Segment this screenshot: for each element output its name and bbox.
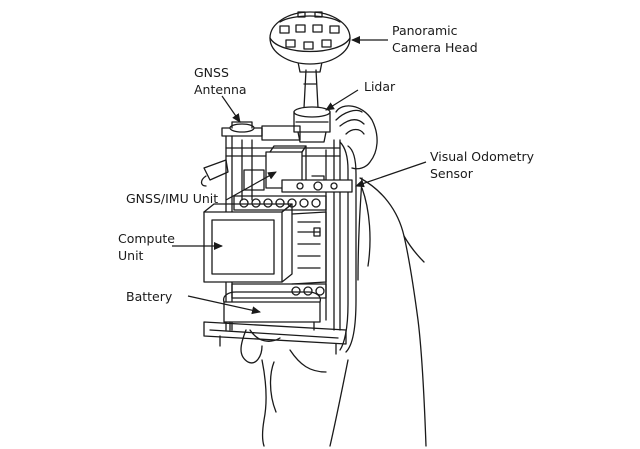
gnss-antenna [230,122,254,132]
label-line: Unit [118,247,175,264]
label-lidar: Lidar [364,78,395,95]
label-line: Camera Head [392,39,478,56]
arrow-gnss-antenna [222,96,240,122]
lower-connectors [232,284,326,298]
label-gnss-imu-unit: GNSS/IMU Unit [126,190,218,207]
label-compute-unit: Compute Unit [118,230,175,264]
label-line: Antenna [194,81,247,98]
compute-unit [204,204,326,284]
label-visual-odometry-sensor: Visual Odometry Sensor [430,148,534,182]
label-line: Panoramic [392,22,478,39]
label-line: Compute [118,230,175,247]
label-battery: Battery [126,288,172,305]
connector-row [234,196,326,210]
label-line: Visual Odometry [430,148,534,165]
camera-mast [298,62,322,108]
label-line: Battery [126,288,172,305]
side-handle [202,160,229,186]
base-tray [204,322,346,354]
label-gnss-antenna: GNSS Antenna [194,64,247,98]
label-line: GNSS/IMU Unit [126,190,218,207]
label-line: GNSS [194,64,247,81]
label-panoramic-camera-head: Panoramic Camera Head [392,22,478,56]
label-line: Sensor [430,165,534,182]
label-line: Lidar [364,78,395,95]
panoramic-camera-head [270,12,350,64]
